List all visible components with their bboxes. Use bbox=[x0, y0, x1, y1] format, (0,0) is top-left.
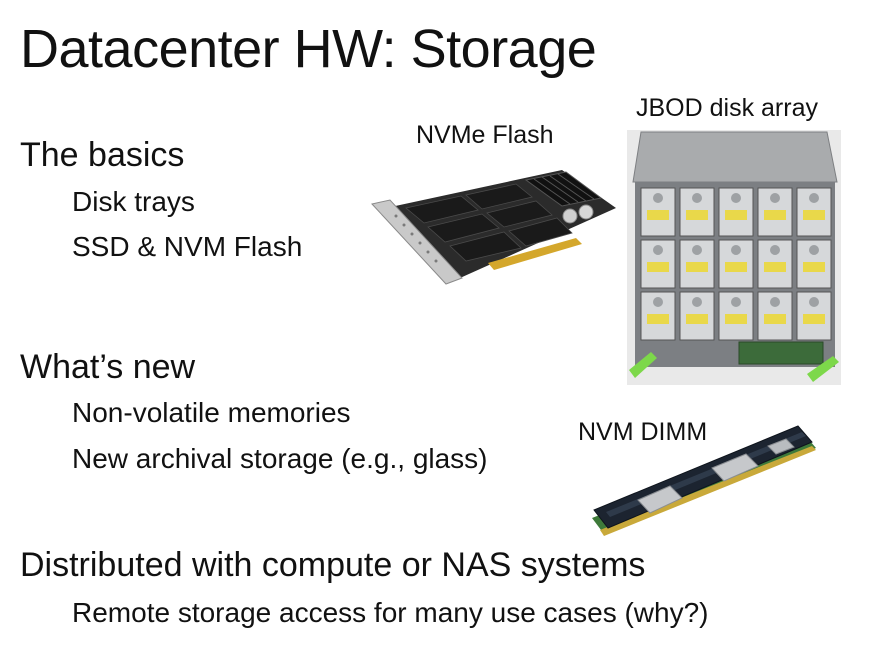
bullet-disk-trays: Disk trays bbox=[72, 186, 195, 217]
bullet-remote-storage: Remote storage access for many use cases… bbox=[72, 597, 709, 628]
bullet-archival-storage: New archival storage (e.g., glass) bbox=[72, 443, 488, 474]
bullet-non-volatile-memories: Non-volatile memories bbox=[72, 397, 351, 428]
nvme-caption: NVMe Flash bbox=[416, 121, 554, 149]
nvm-dimm-module-image bbox=[592, 425, 816, 536]
nvme-flash-card-image bbox=[371, 170, 616, 285]
jbod-caption: JBOD disk array bbox=[636, 94, 818, 122]
bullet-ssd-nvm-flash: SSD & NVM Flash bbox=[72, 231, 303, 262]
slide-title: Datacenter HW: Storage bbox=[20, 19, 597, 79]
section-heading-whats-new: What’s new bbox=[20, 348, 196, 386]
jbod-disk-array-image bbox=[627, 130, 841, 385]
section-heading-distributed: Distributed with compute or NAS systems bbox=[20, 546, 646, 584]
section-heading-basics: The basics bbox=[20, 136, 185, 174]
dimm-caption: NVM DIMM bbox=[578, 418, 708, 446]
